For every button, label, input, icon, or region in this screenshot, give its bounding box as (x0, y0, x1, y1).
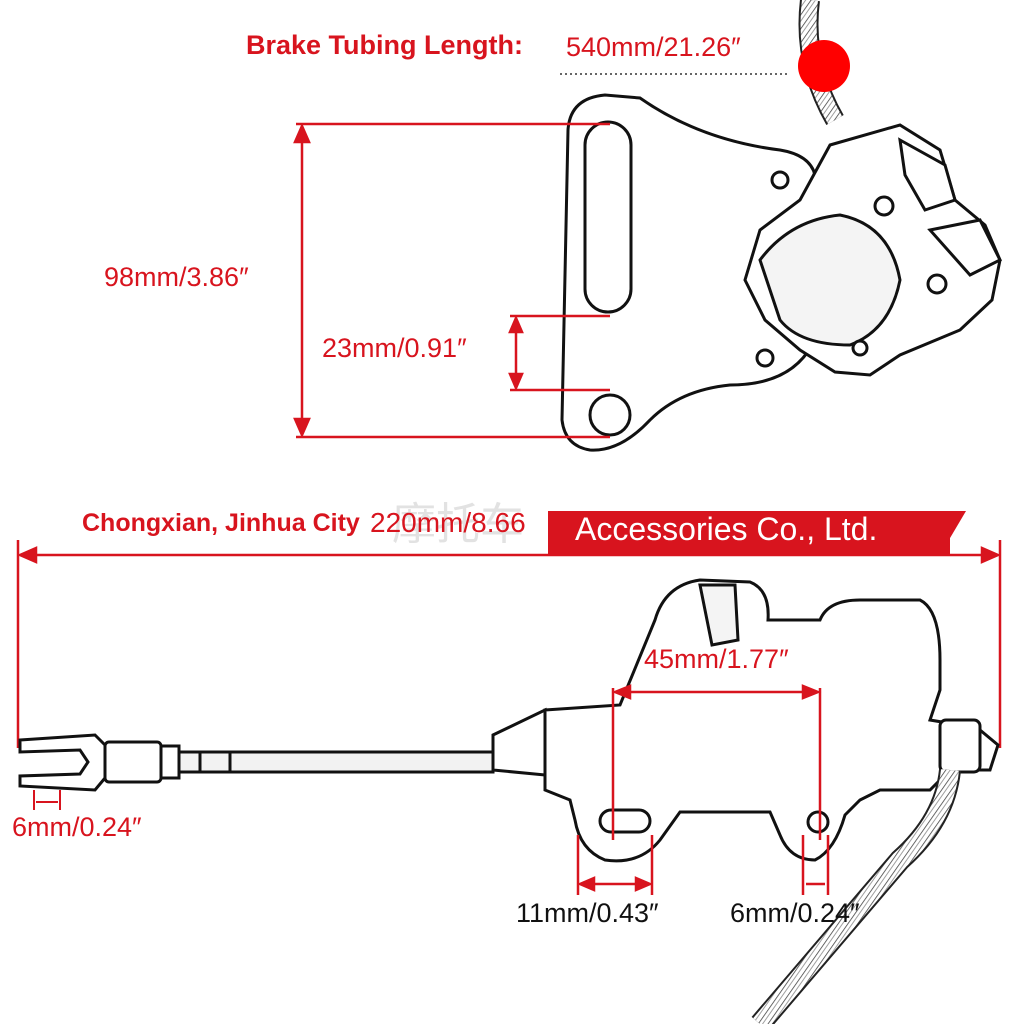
brake-hose-bottom (751, 768, 961, 1024)
clevis-pushrod (18, 733, 495, 792)
watermark-banner (548, 511, 950, 555)
watermark-right-text: Accessories Co., Ltd. (575, 511, 878, 547)
brake-tubing-value: 540mm/21.26″ (566, 32, 741, 62)
brake-tubing-label: Brake Tubing Length: (246, 30, 523, 60)
dim-23mm-label: 23mm/0.91″ (322, 333, 467, 363)
dim-6mm-hole (801, 835, 830, 895)
master-cylinder-body-top (743, 123, 1003, 377)
dim-11mm (576, 835, 654, 895)
dim-6mm-hole-label: 6mm/0.24″ (730, 898, 860, 928)
mounting-bracket (560, 93, 817, 452)
watermark-gap (382, 511, 550, 555)
dim-220mm-label: 220mm/8.66 (370, 507, 526, 538)
dim-45mm-label: 45mm/1.77″ (644, 644, 789, 674)
watermark-banner-tail (940, 511, 966, 555)
dim-11mm-label: 11mm/0.43″ (516, 898, 659, 928)
dim-6mm-clevis (33, 790, 61, 810)
dim-23mm (508, 314, 610, 392)
dim-98mm (293, 122, 610, 439)
dim-220mm (16, 540, 1002, 748)
red-dot-marker (798, 40, 850, 92)
dim-45mm (611, 684, 822, 840)
watermark-chinese-text: 摩托车 (392, 500, 524, 549)
dim-6mm-clevis-label: 6mm/0.24″ (12, 812, 142, 842)
master-cylinder-body-bottom (491, 578, 1000, 863)
watermark-left-text: Chongxian, Jinhua City (82, 509, 360, 537)
dim-98mm-label: 98mm/3.86″ (104, 262, 249, 292)
